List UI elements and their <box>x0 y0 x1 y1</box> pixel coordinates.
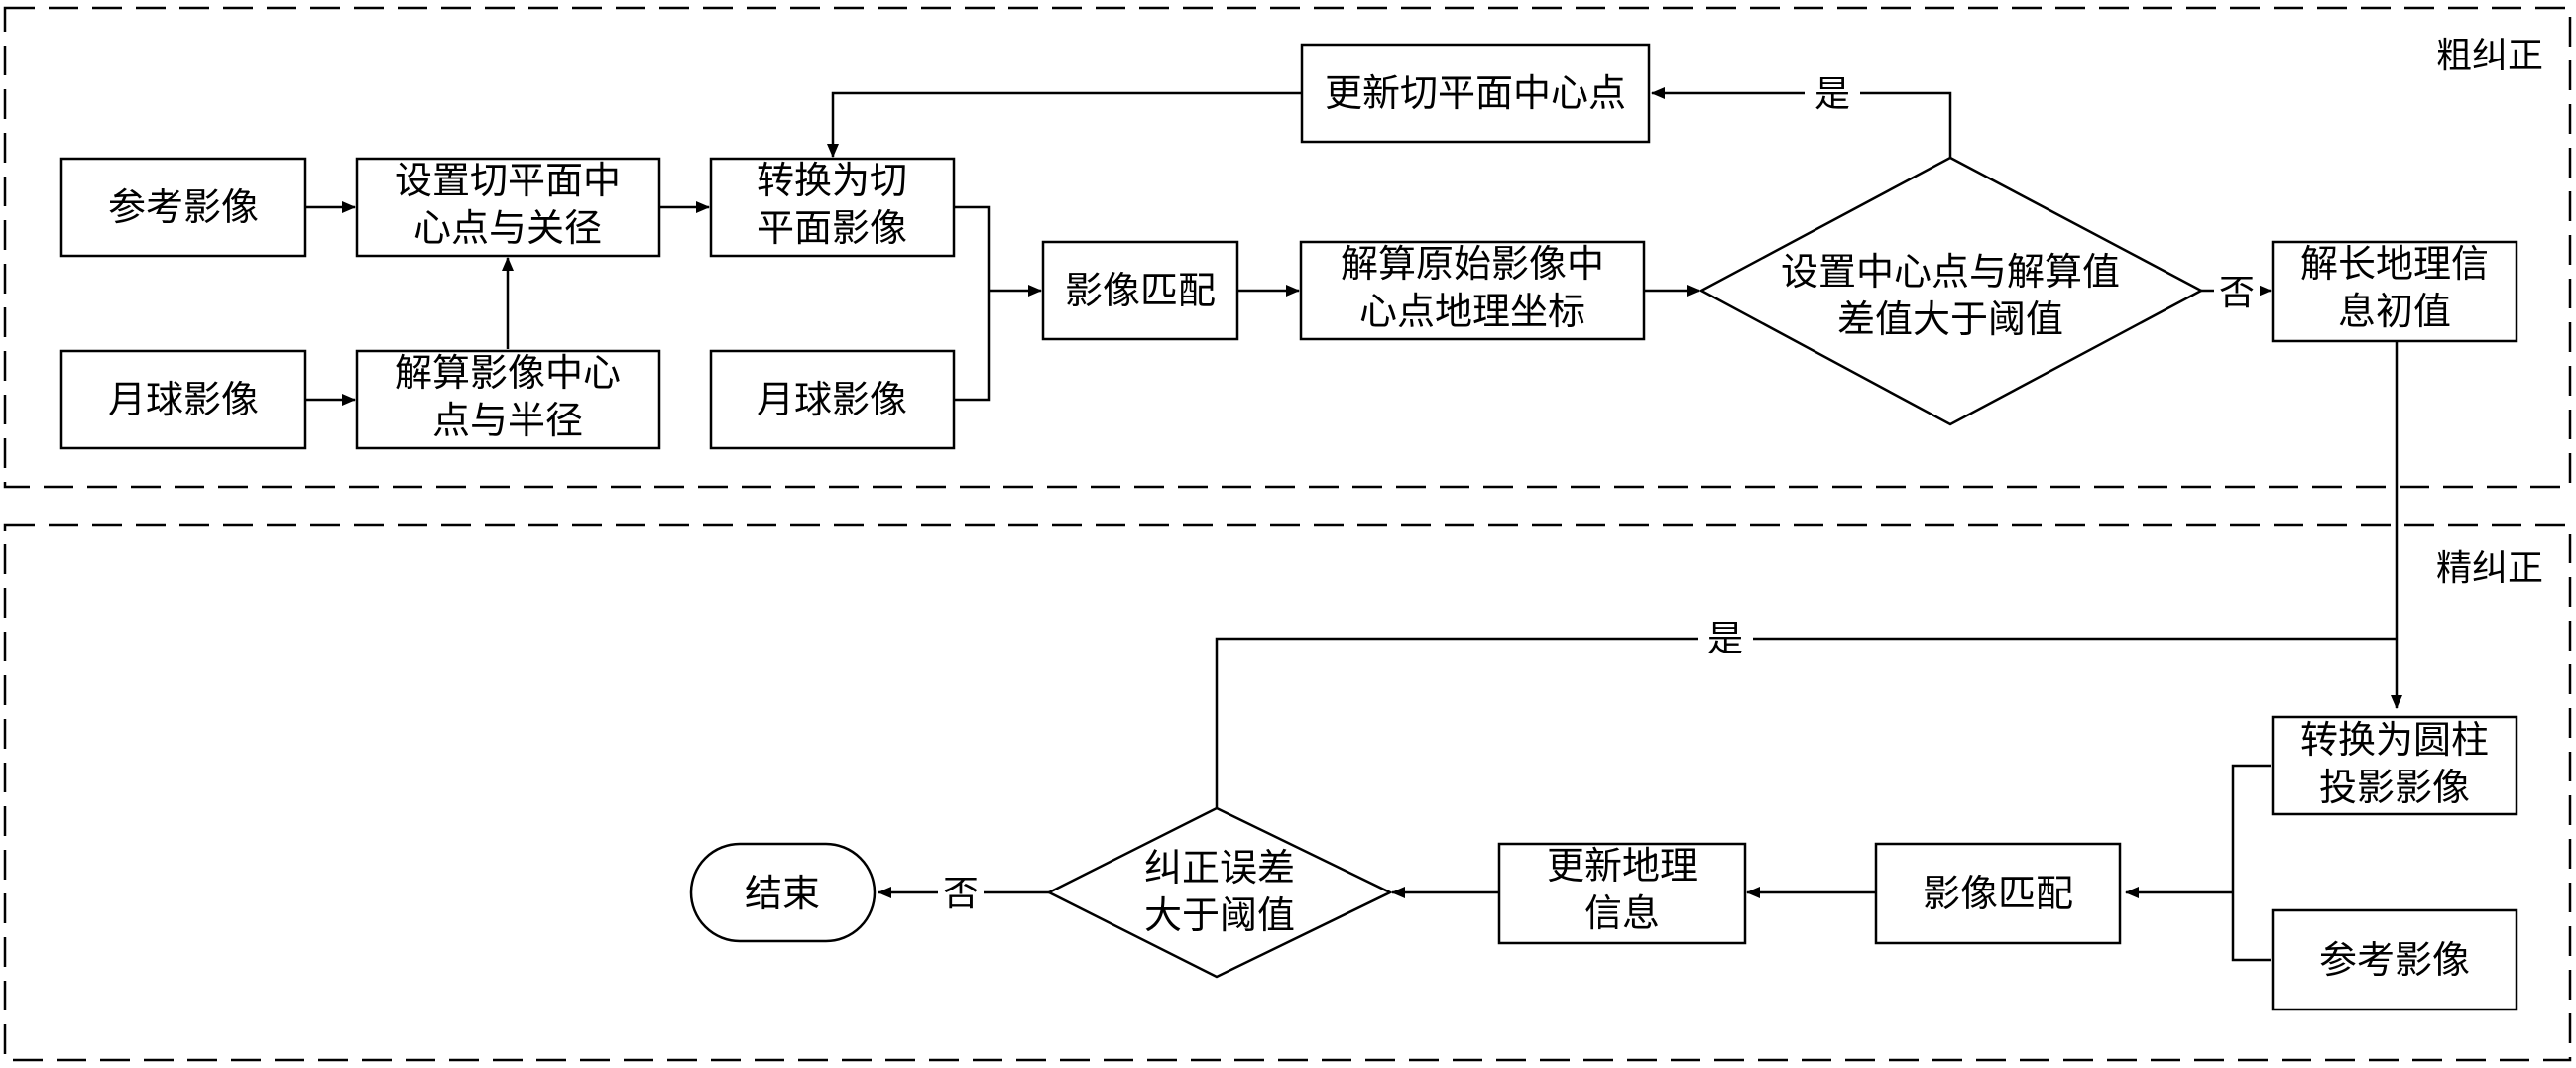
node-ref-image-2: 参考影像 <box>2271 908 2518 1011</box>
node-solve-center-radius: 解算影像中心 点与半径 <box>355 349 661 450</box>
edge-ref2-to-match-merge <box>2231 892 2271 962</box>
node-solve-center-geo-line-1: 解算原始影像中 <box>1341 242 1604 286</box>
edge-label-no-2: 否 <box>943 874 979 914</box>
fine-correction-region <box>3 523 2572 1062</box>
node-initial-geo: 解长地理信 息初值 <box>2271 240 2518 343</box>
edge-decision-yes-to-update <box>1651 87 1952 158</box>
node-update-tangent-center-line-1: 更新切平面中心点 <box>1325 71 1626 115</box>
node-update-tangent-center: 更新切平面中心点 <box>1300 43 1651 144</box>
node-ref-image-1-line-1: 参考影像 <box>108 185 259 229</box>
edge-fine-decision-yes-loop <box>1215 637 2397 808</box>
node-decision-1-line-2: 差值大于阈值 <box>1837 297 2063 341</box>
coarse-correction-region <box>3 6 2572 489</box>
node-decision-1-line-1: 设置中心点与解算值 <box>1781 250 2120 294</box>
node-ref-image-2-line-1: 参考影像 <box>2319 938 2470 982</box>
edge-label-yes-2: 是 <box>1707 619 1743 659</box>
node-update-geo-line-2: 信息 <box>1584 891 1660 935</box>
node-end-line-1: 结束 <box>745 872 820 915</box>
node-solve-center-radius-line-2: 点与半径 <box>432 399 583 442</box>
node-ref-image-1: 参考影像 <box>59 157 307 258</box>
node-decision-2: 纠正误差 大于阈值 <box>1046 806 1393 979</box>
edge-label-yes-1: 是 <box>1815 74 1850 115</box>
node-to-cylinder-image-line-2: 投影影像 <box>2319 766 2470 809</box>
node-to-tangent-image: 转换为切 平面影像 <box>709 157 956 258</box>
node-image-match-1-line-1: 影像匹配 <box>1065 269 1216 312</box>
node-set-tangent-center-line-1: 设置切平面中 <box>395 159 621 202</box>
node-image-match-2-line-1: 影像匹配 <box>1923 872 2073 915</box>
fine-correction-label: 精纠正 <box>2436 548 2543 589</box>
coarse-correction-label: 粗纠正 <box>2436 36 2543 76</box>
node-moon-image-1: 月球影像 <box>59 349 307 450</box>
node-moon-image-2: 月球影像 <box>709 349 956 450</box>
edge-label-no-1: 否 <box>2219 273 2255 313</box>
node-to-tangent-image-line-2: 平面影像 <box>757 206 907 250</box>
node-solve-center-radius-line-1: 解算影像中心 <box>395 351 621 395</box>
node-decision-1: 设置中心点与解算值 差值大于阈值 <box>1698 156 2204 426</box>
node-image-match-1: 影像匹配 <box>1041 240 1239 341</box>
node-end: 结束 <box>689 842 877 943</box>
node-decision-2-line-2: 大于阈值 <box>1144 893 1295 937</box>
edge-tangent-to-merge <box>954 205 991 291</box>
edge-cylinder-to-match-merge <box>2231 764 2271 892</box>
node-decision-2-line-1: 纠正误差 <box>1144 846 1295 890</box>
node-moon-image-2-line-1: 月球影像 <box>757 378 907 421</box>
node-set-tangent-center-line-2: 心点与关径 <box>413 206 602 250</box>
node-solve-center-geo-line-2: 心点地理坐标 <box>1359 290 1585 333</box>
edge-update-to-tangent <box>827 91 1302 158</box>
node-solve-center-geo: 解算原始影像中 心点地理坐标 <box>1299 240 1646 341</box>
node-update-geo: 更新地理 信息 <box>1497 842 1747 945</box>
node-update-geo-line-1: 更新地理 <box>1547 844 1698 888</box>
node-to-cylinder-image: 转换为圆柱 投影影像 <box>2271 715 2518 816</box>
node-set-tangent-center: 设置切平面中 心点与关径 <box>355 157 661 258</box>
edge-moon2-to-merge <box>954 291 991 402</box>
node-initial-geo-line-2: 息初值 <box>2338 290 2451 333</box>
node-image-match-2: 影像匹配 <box>1874 842 2122 945</box>
node-moon-image-1-line-1: 月球影像 <box>108 378 259 421</box>
node-initial-geo-line-1: 解长地理信 <box>2300 242 2489 286</box>
node-to-tangent-image-line-1: 转换为切 <box>757 159 907 202</box>
node-to-cylinder-image-line-1: 转换为圆柱 <box>2300 718 2489 762</box>
